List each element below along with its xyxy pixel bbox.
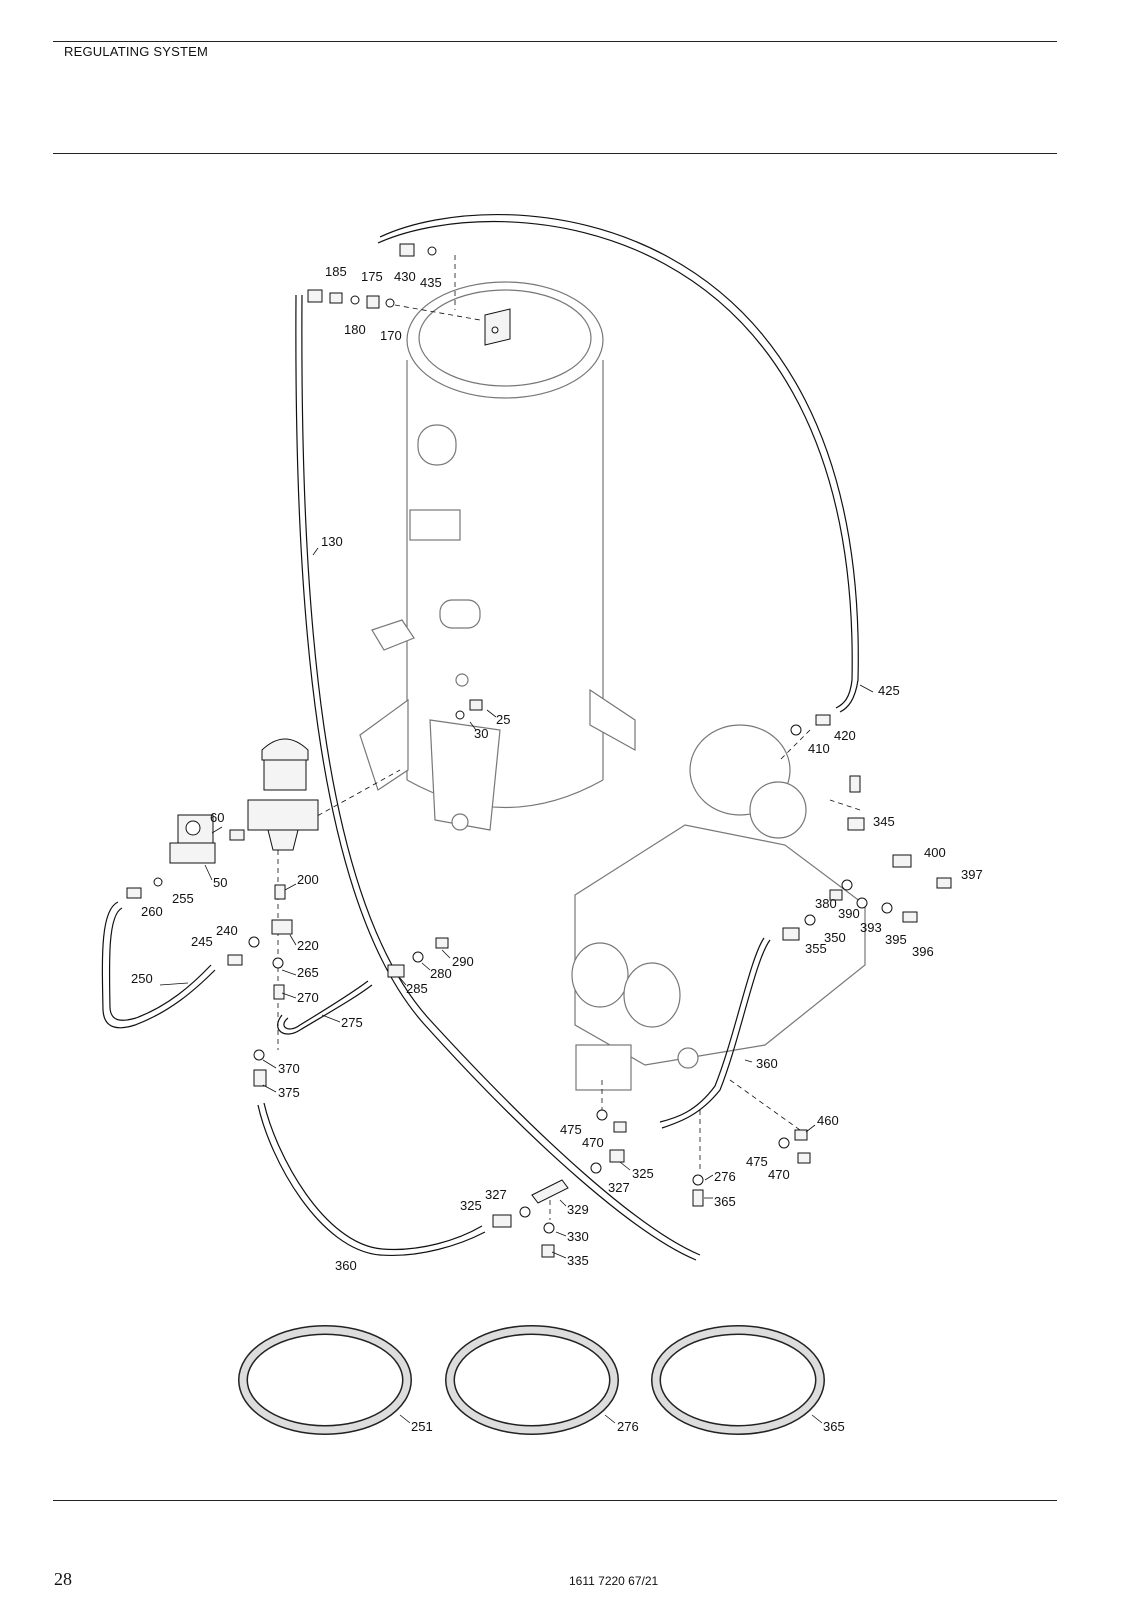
hose-425-inner bbox=[377, 221, 853, 709]
callout-170: 170 bbox=[380, 328, 402, 343]
hose-coil-251 bbox=[238, 1325, 412, 1435]
header-bottom-rule bbox=[53, 153, 1057, 154]
hose-275 bbox=[277, 984, 373, 1035]
hose-360-left-inner bbox=[263, 1102, 483, 1251]
fittings bbox=[126, 243, 952, 1258]
callout-280: 280 bbox=[430, 966, 452, 981]
section-title: REGULATING SYSTEM bbox=[64, 44, 209, 59]
callout-60: 60 bbox=[210, 810, 224, 825]
callout-475-right: 475 bbox=[746, 1154, 768, 1169]
callout-425: 425 bbox=[878, 683, 900, 698]
callout-265: 265 bbox=[297, 965, 319, 980]
callout-397: 397 bbox=[961, 867, 983, 882]
callout-435: 435 bbox=[420, 275, 442, 290]
callout-365: 365 bbox=[823, 1419, 845, 1434]
callout-325-right: 325 bbox=[632, 1166, 654, 1181]
assembly-guide-lines bbox=[277, 255, 861, 1220]
callout-390: 390 bbox=[838, 906, 860, 921]
callout-130: 130 bbox=[321, 534, 343, 549]
callout-leaders bbox=[159, 547, 874, 1424]
hose-275-inner bbox=[283, 980, 369, 1030]
callout-375: 375 bbox=[278, 1085, 300, 1100]
hose-250-inner bbox=[108, 907, 212, 1021]
callout-327-right: 327 bbox=[608, 1180, 630, 1195]
callout-240: 240 bbox=[216, 923, 238, 938]
callout-327-left: 327 bbox=[485, 1187, 507, 1202]
hose-130 bbox=[301, 294, 701, 1256]
callout-245: 245 bbox=[191, 934, 213, 949]
callout-460: 460 bbox=[817, 1113, 839, 1128]
separator-tank bbox=[359, 281, 636, 831]
callout-200: 200 bbox=[297, 872, 319, 887]
document-number: 1611 7220 67/21 bbox=[569, 1574, 659, 1588]
callout-470-left: 470 bbox=[582, 1135, 604, 1150]
callout-410: 410 bbox=[808, 741, 830, 756]
hose-coil-365 bbox=[651, 1325, 825, 1435]
callout-360-right: 360 bbox=[756, 1056, 778, 1071]
hose-360-right-inner bbox=[659, 937, 765, 1123]
callout-420: 420 bbox=[834, 728, 856, 743]
washers bbox=[153, 246, 893, 1234]
callout-475-left: 475 bbox=[560, 1122, 582, 1137]
callout-260: 260 bbox=[141, 904, 163, 919]
callout-290: 290 bbox=[452, 954, 474, 969]
callout-276: 276 bbox=[617, 1419, 639, 1434]
callout-labels: 185 175 430 435 180 170 130 425 420 410 … bbox=[131, 264, 983, 1434]
callout-360-left: 360 bbox=[335, 1258, 357, 1273]
callout-470-right: 470 bbox=[768, 1167, 790, 1182]
callout-350: 350 bbox=[824, 930, 846, 945]
callout-30: 30 bbox=[474, 726, 488, 741]
callout-330: 330 bbox=[567, 1229, 589, 1244]
callout-345: 345 bbox=[873, 814, 895, 829]
callout-185: 185 bbox=[325, 264, 347, 279]
hose-360-right bbox=[661, 939, 771, 1129]
hose-360-left bbox=[257, 1104, 486, 1257]
callout-335: 335 bbox=[567, 1253, 589, 1268]
header-top-rule bbox=[53, 41, 1057, 42]
callout-393: 393 bbox=[860, 920, 882, 935]
callout-370: 370 bbox=[278, 1061, 300, 1076]
callout-285: 285 bbox=[406, 981, 428, 996]
callout-275: 275 bbox=[341, 1015, 363, 1030]
unloader-valve bbox=[247, 738, 319, 851]
callout-325-left: 325 bbox=[460, 1198, 482, 1213]
callout-180: 180 bbox=[344, 322, 366, 337]
callout-270: 270 bbox=[297, 990, 319, 1005]
footer-rule bbox=[53, 1500, 1057, 1501]
callout-396: 396 bbox=[912, 944, 934, 959]
callout-400: 400 bbox=[924, 845, 946, 860]
callout-220: 220 bbox=[297, 938, 319, 953]
callout-165: 276 bbox=[714, 1169, 736, 1184]
callout-395: 395 bbox=[885, 932, 907, 947]
solenoid-valve bbox=[169, 814, 216, 864]
hose-coil-276 bbox=[445, 1325, 619, 1435]
callout-50: 50 bbox=[213, 875, 227, 890]
page-number: 28 bbox=[54, 1569, 72, 1589]
callout-329: 329 bbox=[567, 1202, 589, 1217]
callout-160: 365 bbox=[714, 1194, 736, 1209]
hose-425 bbox=[379, 214, 859, 713]
callout-255: 255 bbox=[172, 891, 194, 906]
tank-top-valve-block bbox=[484, 308, 511, 346]
callout-430: 430 bbox=[394, 269, 416, 284]
hose-130-inner bbox=[295, 294, 697, 1261]
callout-25: 25 bbox=[496, 712, 510, 727]
callout-380: 380 bbox=[815, 896, 837, 911]
callout-250: 250 bbox=[131, 971, 153, 986]
callout-355: 355 bbox=[805, 941, 827, 956]
callout-251: 251 bbox=[411, 1419, 433, 1434]
hose-250 bbox=[101, 901, 216, 1029]
compressor-element bbox=[571, 724, 866, 1091]
callout-175: 175 bbox=[361, 269, 383, 284]
